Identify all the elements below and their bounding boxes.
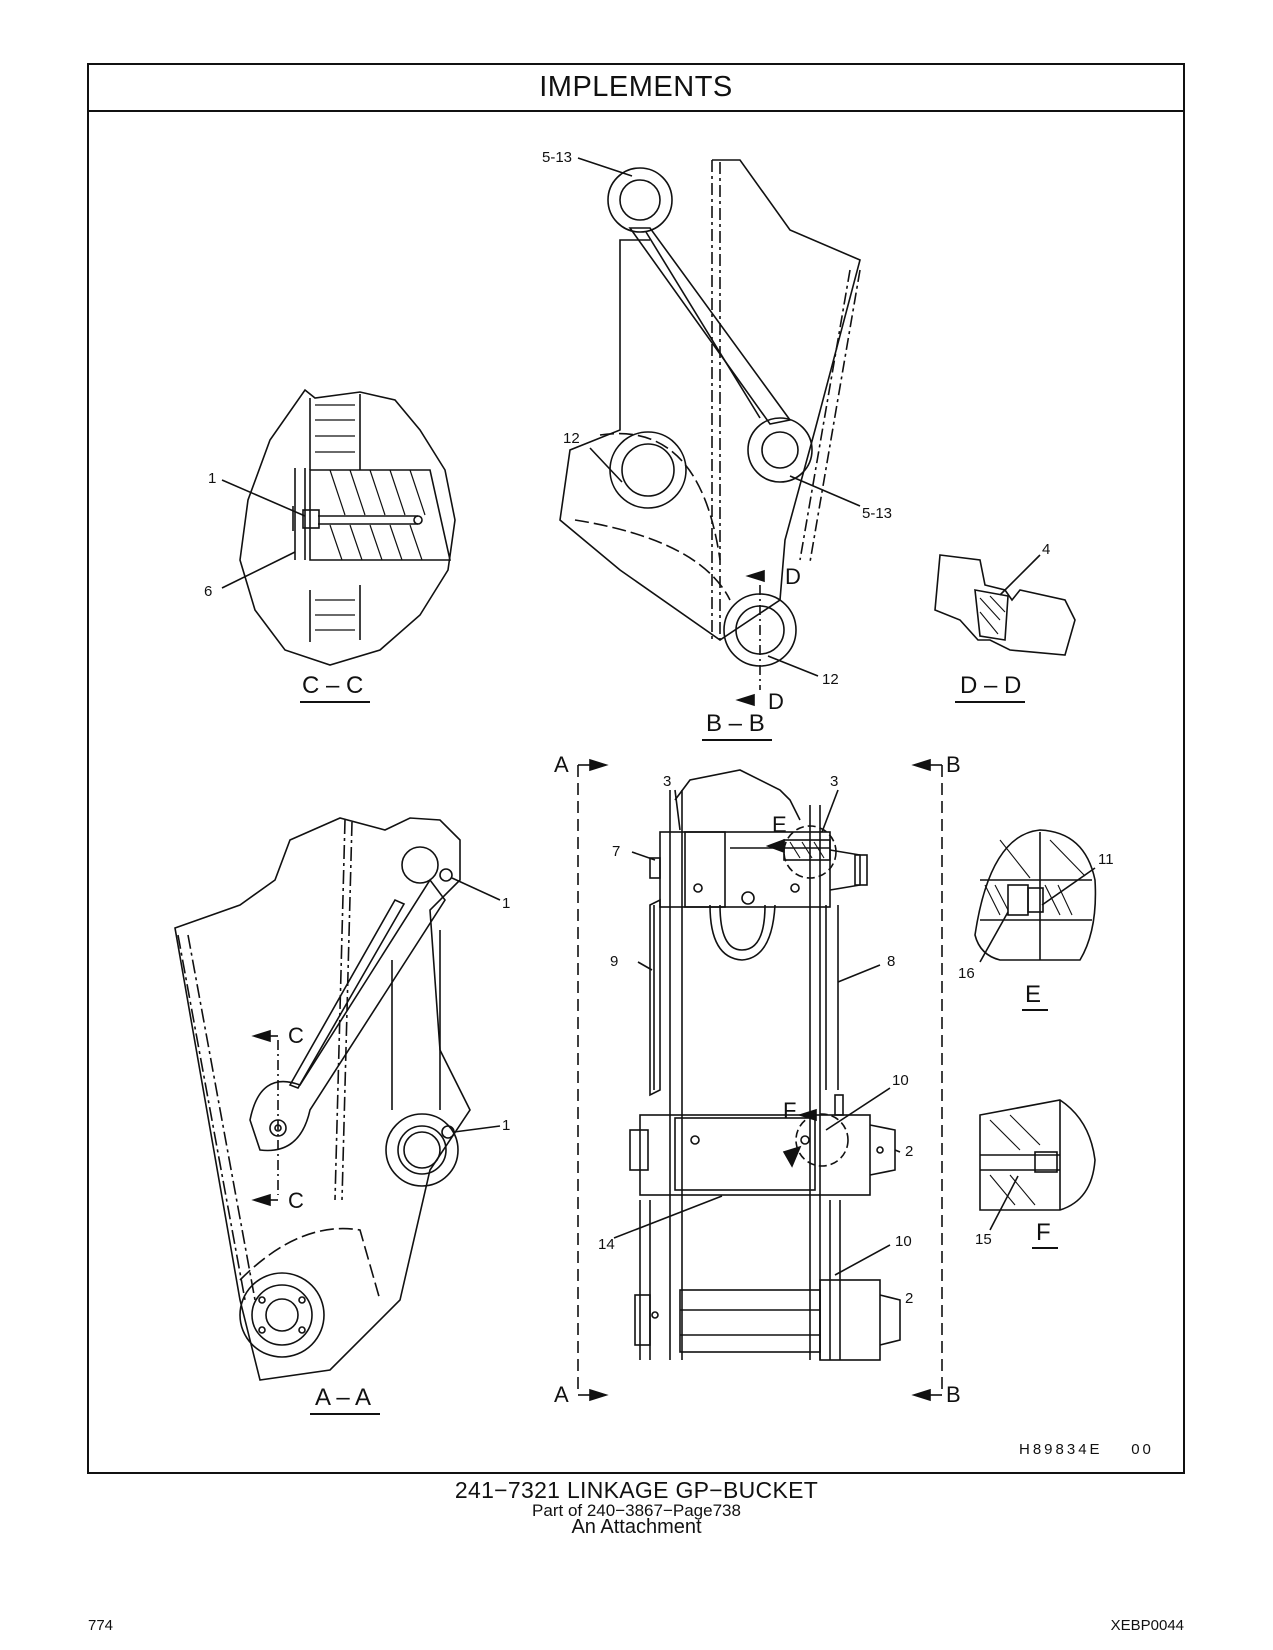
view-label-a-a: A – A bbox=[315, 1384, 371, 1411]
detail-e: 11 16 E bbox=[958, 829, 1114, 1011]
detail-label-f: F bbox=[1036, 1219, 1051, 1246]
callout-2-lower: 2 bbox=[905, 1290, 913, 1307]
callout-10-upper: 10 bbox=[892, 1072, 909, 1089]
callout-1: 1 bbox=[208, 470, 216, 487]
callout-11: 11 bbox=[1098, 851, 1114, 868]
drawing-frame: IMPLEMENTS bbox=[87, 63, 1185, 1474]
callout-1-upper: 1 bbox=[502, 895, 510, 912]
section-mark-b-bottom: B bbox=[946, 1382, 961, 1407]
section-mark-d-bottom: D bbox=[768, 689, 784, 714]
view-label-b-b: B – B bbox=[706, 710, 765, 737]
callout-4: 4 bbox=[1042, 541, 1050, 558]
footer-attachment: An Attachment bbox=[571, 1516, 702, 1538]
callout-3-right: 3 bbox=[830, 773, 838, 790]
page-number: 774 bbox=[88, 1617, 114, 1634]
detail-mark-f: F bbox=[783, 1098, 796, 1123]
illustration-id: H89834E 00 bbox=[1019, 1441, 1154, 1458]
callout-7: 7 bbox=[612, 843, 620, 860]
callout-15: 15 bbox=[975, 1231, 992, 1248]
callout-8: 8 bbox=[887, 953, 895, 970]
callout-10-lower: 10 bbox=[895, 1233, 912, 1250]
callout-1-lower: 1 bbox=[502, 1117, 510, 1134]
callout-14: 14 bbox=[598, 1236, 615, 1253]
main-assembly: A A B B E bbox=[554, 752, 961, 1407]
callout-9: 9 bbox=[610, 953, 618, 970]
callout-3-left: 3 bbox=[663, 773, 671, 790]
callout-12-bottom: 12 bbox=[822, 671, 839, 688]
section-mark-b-top: B bbox=[946, 752, 961, 777]
footer-part-of: Part of 240−3867−Page738 bbox=[532, 1501, 741, 1520]
section-mark-a-top: A bbox=[554, 752, 569, 777]
page-title: IMPLEMENTS bbox=[539, 71, 733, 103]
callout-5-13-bottom: 5-13 bbox=[862, 505, 892, 522]
view-c-c: 1 6 C – C bbox=[204, 388, 456, 703]
view-d-d: 4 D – D bbox=[934, 541, 1076, 703]
title-bar: IMPLEMENTS bbox=[89, 65, 1183, 112]
view-b-b: D D 5-13 5-13 12 12 B – B bbox=[542, 149, 892, 741]
view-a-a: C C 1 1 A – A bbox=[174, 817, 510, 1415]
callout-2-upper: 2 bbox=[905, 1143, 913, 1160]
view-label-c-c: C – C bbox=[302, 672, 363, 699]
document-id: XEBP0044 bbox=[1110, 1617, 1184, 1634]
section-mark-a-bottom: A bbox=[554, 1382, 569, 1407]
footer-title: 241−7321 LINKAGE GP−BUCKET bbox=[454, 1477, 819, 1503]
detail-f: 15 F bbox=[975, 1099, 1096, 1249]
callout-5-13-top: 5-13 bbox=[542, 149, 572, 166]
detail-label-e: E bbox=[1025, 981, 1041, 1008]
section-mark-c-bottom: C bbox=[288, 1188, 304, 1213]
callout-6: 6 bbox=[204, 583, 212, 600]
callout-16: 16 bbox=[958, 965, 975, 982]
section-mark-c-top: C bbox=[288, 1023, 304, 1048]
section-mark-d-top: D bbox=[785, 564, 801, 589]
callout-12-top: 12 bbox=[563, 430, 580, 447]
detail-mark-e: E bbox=[772, 812, 787, 837]
view-label-d-d: D – D bbox=[960, 672, 1021, 699]
